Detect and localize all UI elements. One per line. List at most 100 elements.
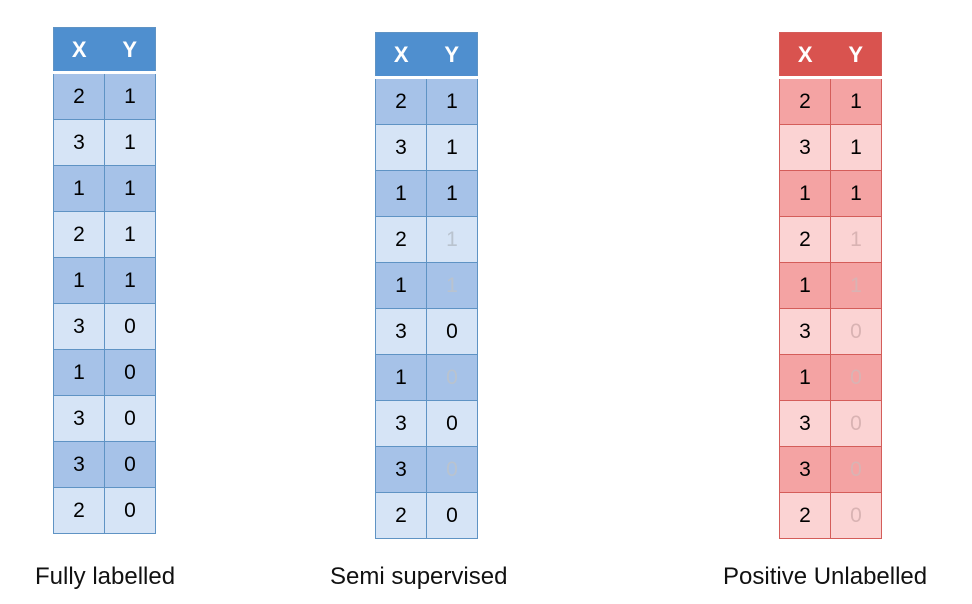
header-y: Y	[104, 27, 156, 73]
cell-y: 0	[104, 303, 156, 350]
cell-x: 1	[53, 257, 105, 304]
cell-y: 1	[830, 77, 882, 125]
cell-y: 0	[426, 400, 478, 447]
header-x: X	[375, 32, 427, 78]
cell-x: 1	[779, 170, 831, 217]
cell-x: 1	[779, 262, 831, 309]
cell-x: 1	[375, 354, 427, 401]
caption-semi-supervised: Semi supervised	[330, 563, 508, 590]
cell-x: 2	[53, 487, 105, 534]
header-x: X	[53, 27, 105, 73]
cell-x: 3	[375, 124, 427, 171]
cell-x: 2	[53, 211, 105, 258]
cell-y: 0	[104, 441, 156, 488]
cell-x: 1	[779, 354, 831, 401]
cell-y: 1	[426, 124, 478, 171]
cell-y-hidden-label: 0	[426, 354, 478, 401]
cell-x: 2	[375, 216, 427, 263]
cell-x: 3	[375, 446, 427, 493]
cell-y: 0	[104, 487, 156, 534]
header-y: Y	[830, 32, 882, 78]
cell-x: 2	[779, 492, 831, 539]
cell-x: 3	[779, 308, 831, 355]
cell-y-hidden-label: 0	[830, 446, 882, 493]
cell-y: 0	[426, 492, 478, 539]
cell-x: 1	[375, 262, 427, 309]
cell-x: 3	[53, 441, 105, 488]
cell-x: 3	[779, 124, 831, 171]
cell-y: 0	[426, 308, 478, 355]
cell-x: 3	[53, 395, 105, 442]
cell-x: 1	[53, 165, 105, 212]
cell-x: 3	[779, 446, 831, 493]
cell-y-hidden-label: 0	[426, 446, 478, 493]
cell-y: 1	[104, 211, 156, 258]
cell-y: 1	[830, 124, 882, 171]
cell-x: 2	[375, 492, 427, 539]
header-y: Y	[426, 32, 478, 78]
cell-x: 3	[375, 308, 427, 355]
cell-y-hidden-label: 1	[830, 262, 882, 309]
cell-x: 1	[375, 170, 427, 217]
caption-positive-unlabelled: Positive Unlabelled	[723, 563, 928, 590]
caption-fully-labelled: Fully labelled	[35, 563, 176, 590]
cell-x: 2	[779, 77, 831, 125]
cell-x: 3	[53, 119, 105, 166]
cell-y: 1	[104, 72, 156, 120]
cell-x: 2	[375, 77, 427, 125]
cell-x: 2	[779, 216, 831, 263]
cell-y-hidden-label: 1	[426, 262, 478, 309]
cell-x: 1	[53, 349, 105, 396]
cell-y: 0	[104, 395, 156, 442]
cell-y-hidden-label: 1	[426, 216, 478, 263]
cell-y: 1	[830, 170, 882, 217]
cell-y-hidden-label: 1	[830, 216, 882, 263]
cell-x: 3	[779, 400, 831, 447]
header-row: X Y	[375, 32, 478, 78]
cell-y: 1	[426, 77, 478, 125]
header-row: X Y	[53, 27, 156, 73]
cell-y-hidden-label: 0	[830, 400, 882, 447]
cell-y: 1	[104, 119, 156, 166]
cell-y-hidden-label: 0	[830, 492, 882, 539]
cell-y: 1	[104, 257, 156, 304]
cell-y-hidden-label: 0	[830, 354, 882, 401]
header-x: X	[779, 32, 831, 78]
cell-x: 3	[375, 400, 427, 447]
